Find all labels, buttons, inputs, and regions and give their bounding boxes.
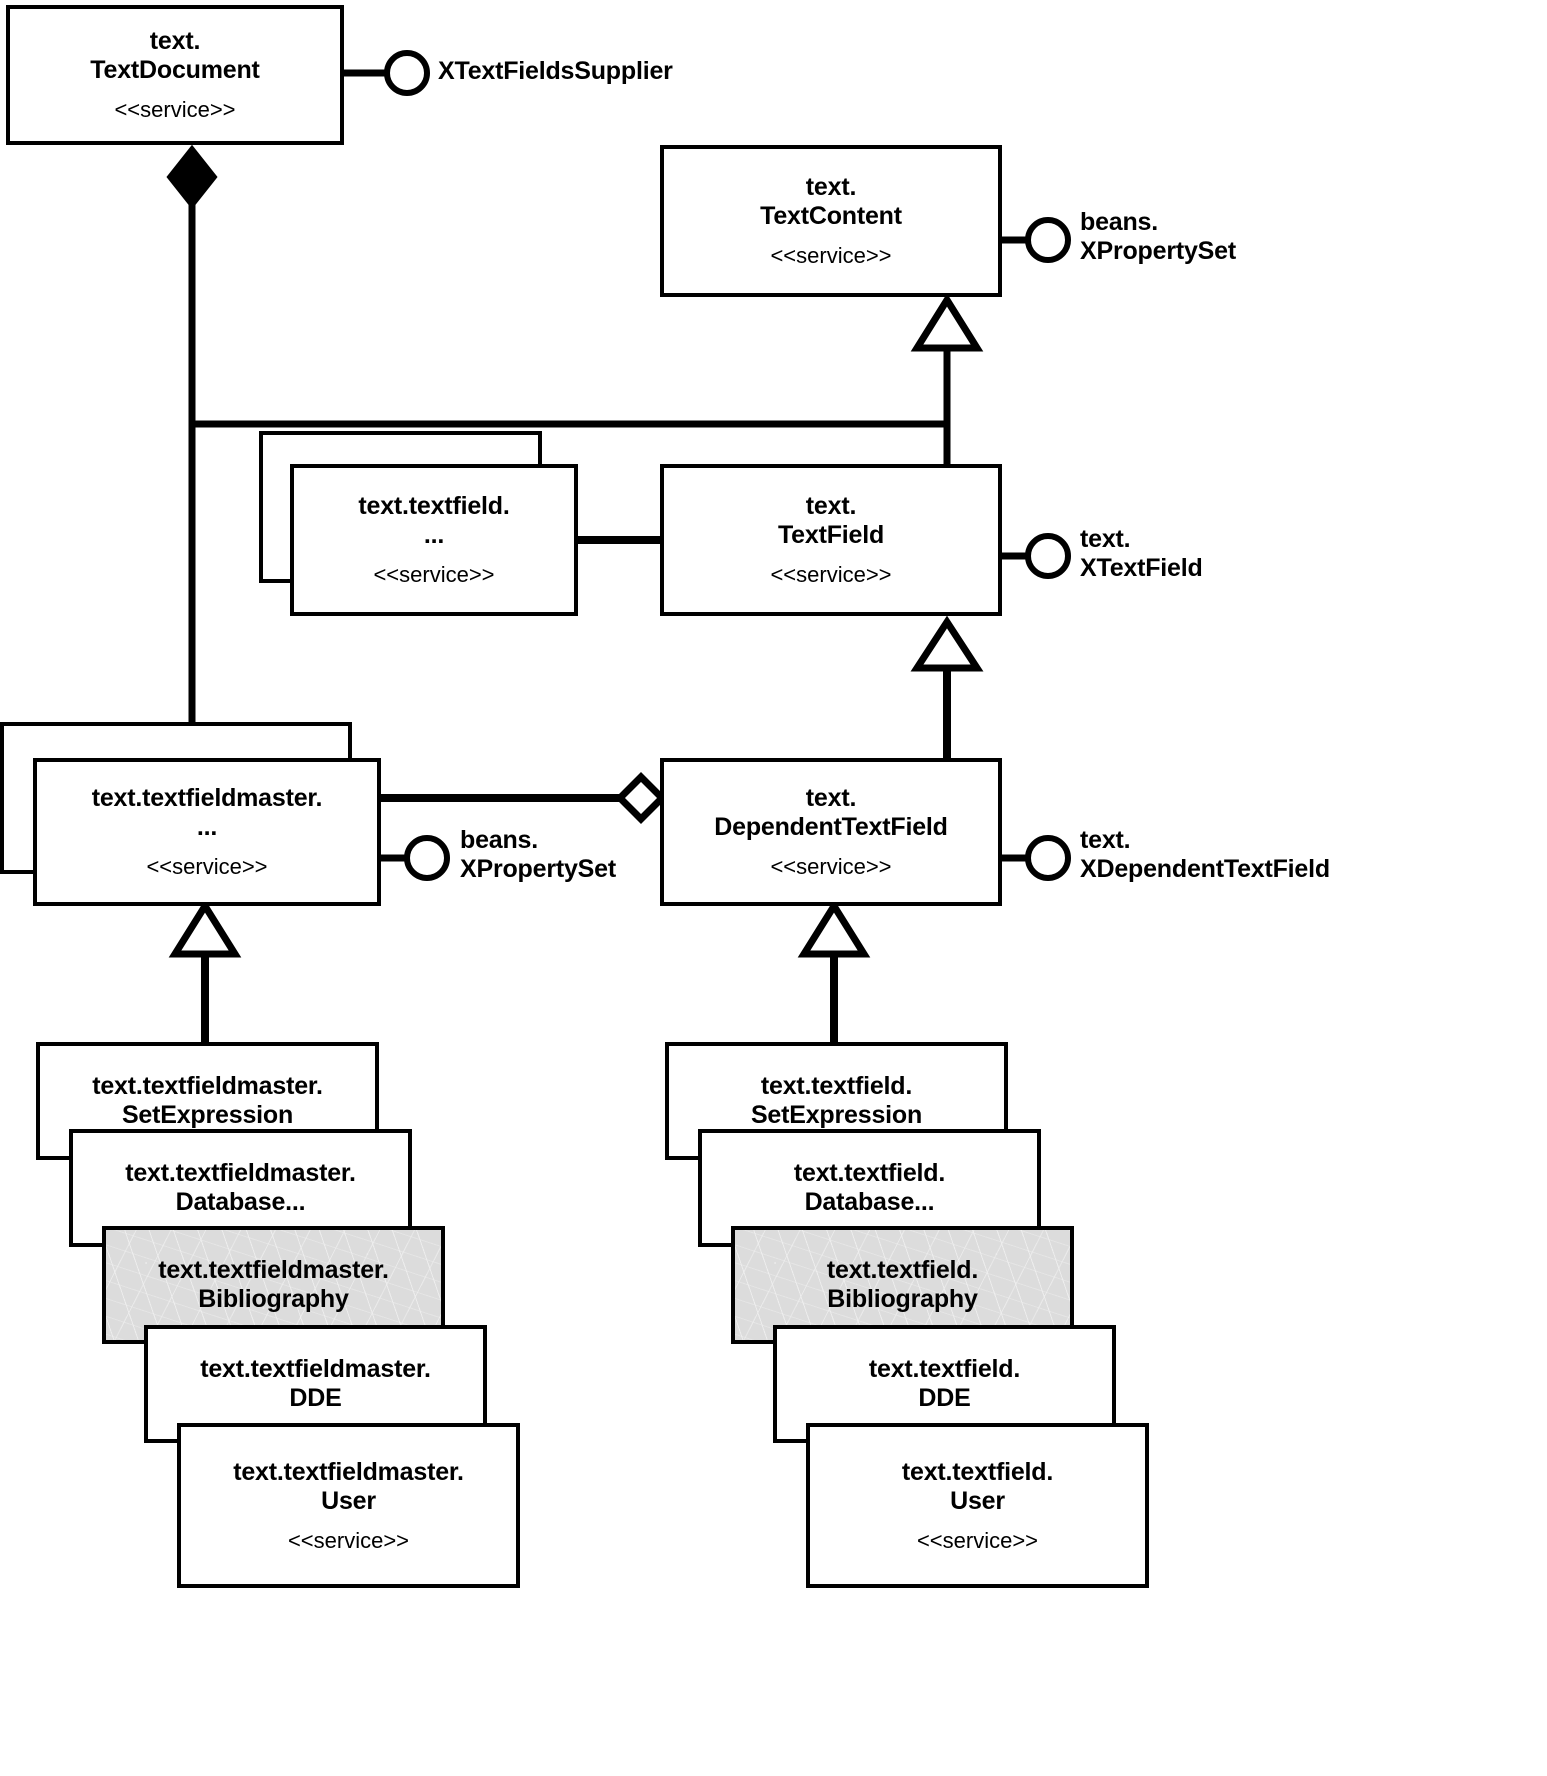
interface-x-text-fields-supplier-icon[interactable] [384,50,430,96]
node-dependent-text-field-name: text. DependentTextField [714,784,948,842]
filled-diamond-adornment [166,144,218,210]
interface-beans-xpropertyset-content-icon[interactable] [1025,217,1071,263]
node-field-user-stereotype: <<service>> [916,1527,1039,1553]
hollow-triangle-dependent [797,899,871,958]
node-textfieldmaster-generic-stereotype: <<service>> [146,854,268,880]
node-text-content-stereotype: <<service>> [770,243,892,269]
node-text-document-stereotype: <<service>> [114,97,236,123]
hollow-triangle-textfield-lower [910,615,984,672]
node-master-bibliography[interactable]: text.textfieldmaster. Bibliography [102,1226,445,1344]
hollow-triangle-master [168,899,242,958]
node-textfieldmaster-generic[interactable]: text.textfieldmaster. ... <<service>> [33,758,381,906]
node-master-user-stereotype: <<service>> [287,1527,410,1553]
node-master-user[interactable]: text.textfieldmaster. User <<service>> [177,1423,520,1588]
node-text-field-name: text. TextField [777,492,885,550]
node-field-database-name: text.textfield. Database... [793,1159,946,1216]
interface-beans-xpropertyset-content-label: beans. XPropertySet [1080,208,1236,265]
node-field-user[interactable]: text.textfield. User <<service>> [806,1423,1149,1588]
node-dependent-text-field-stereotype: <<service>> [770,854,892,880]
interface-text-xtextfield-icon[interactable] [1025,533,1071,579]
node-field-bibliography[interactable]: text.textfield. Bibliography [731,1226,1074,1344]
node-field-user-name: text.textfield. User [901,1457,1054,1515]
node-field-dde-name: text.textfield. DDE [868,1355,1021,1412]
node-textfield-generic-stereotype: <<service>> [373,562,495,588]
interface-text-xdependenttextfield-label: text. XDependentTextField [1080,826,1330,883]
node-text-document-name: text. TextDocument [90,27,260,85]
node-text-document[interactable]: text. TextDocument <<service>> [6,5,344,145]
hollow-triangle-textcontent [910,293,984,352]
node-text-field[interactable]: text. TextField <<service>> [660,464,1002,616]
node-textfield-generic-name: text.textfield. ... [358,492,510,550]
hollow-diamond-adornment [615,772,667,824]
node-master-bibliography-name: text.textfieldmaster. Bibliography [158,1256,389,1313]
node-master-setexpression-name: text.textfieldmaster. SetExpression [92,1072,323,1129]
node-textfieldmaster-generic-name: text.textfieldmaster. ... [91,784,323,842]
interface-beans-xpropertyset-master-label: beans. XPropertySet [460,826,616,883]
node-field-bibliography-name: text.textfield. Bibliography [826,1256,979,1313]
node-master-database-name: text.textfieldmaster. Database... [125,1159,356,1216]
interface-text-xdependenttextfield-icon[interactable] [1025,835,1071,881]
interface-beans-xpropertyset-master-icon[interactable] [404,835,450,881]
interface-x-text-fields-supplier-label: XTextFieldsSupplier [438,57,673,85]
node-field-setexpression-name: text.textfield. SetExpression [750,1072,923,1129]
interface-text-xtextfield-label: text. XTextField [1080,525,1203,582]
node-text-content[interactable]: text. TextContent <<service>> [660,145,1002,297]
node-dependent-text-field[interactable]: text. DependentTextField <<service>> [660,758,1002,906]
node-textfield-generic[interactable]: text.textfield. ... <<service>> [290,464,578,616]
node-master-dde-name: text.textfieldmaster. DDE [200,1355,431,1412]
node-text-field-stereotype: <<service>> [770,562,892,588]
node-text-content-name: text. TextContent [760,173,902,231]
node-master-user-name: text.textfieldmaster. User [233,1457,464,1515]
